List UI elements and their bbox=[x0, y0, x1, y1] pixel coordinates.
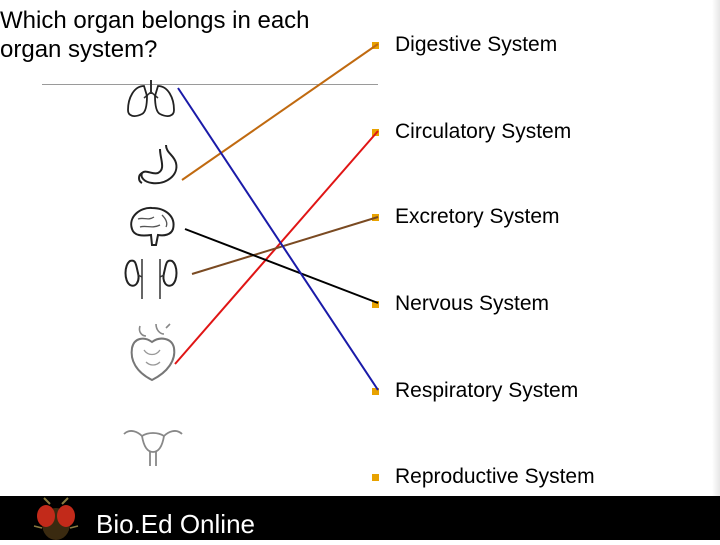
stomach-icon[interactable] bbox=[136, 143, 184, 189]
connection-line-brain-nervous bbox=[184, 228, 379, 304]
system-label: Nervous System bbox=[395, 292, 550, 315]
system-label: Reproductive System bbox=[395, 465, 595, 488]
system-label: Digestive System bbox=[395, 33, 558, 56]
slide-edge-shadow bbox=[712, 0, 720, 496]
lungs-icon[interactable] bbox=[124, 76, 178, 120]
system-item-circulatory: Circulatory System bbox=[372, 117, 571, 147]
kidneys-icon[interactable] bbox=[122, 255, 180, 301]
fly-logo-icon bbox=[28, 496, 84, 545]
system-label: Circulatory System bbox=[395, 120, 572, 143]
footer-bar: Bio.Ed Online bbox=[0, 496, 720, 540]
footer-brand-text: Bio.Ed Online bbox=[96, 509, 255, 539]
brain-icon[interactable] bbox=[126, 205, 178, 251]
system-item-reproductive: Reproductive System bbox=[372, 462, 595, 492]
connection-line-lungs-respiratory bbox=[177, 87, 379, 391]
bullet-icon bbox=[372, 128, 379, 136]
system-item-nervous: Nervous System bbox=[372, 289, 549, 319]
system-item-respiratory: Respiratory System bbox=[372, 376, 578, 406]
title-divider bbox=[42, 84, 378, 85]
system-label: Respiratory System bbox=[395, 379, 579, 402]
bullet-icon bbox=[372, 387, 379, 395]
connection-line-kidneys-excretory bbox=[191, 216, 379, 275]
connection-line-stomach-digestive bbox=[181, 43, 379, 181]
system-label: Excretory System bbox=[395, 205, 560, 228]
organ-system-list: Digestive System Circulatory System Excr… bbox=[372, 0, 712, 500]
heart-icon[interactable] bbox=[126, 322, 180, 384]
uterus-icon[interactable] bbox=[120, 422, 186, 470]
bullet-icon bbox=[372, 473, 379, 481]
slide-title: Which organ belongs in each organ system… bbox=[0, 7, 310, 63]
bullet-icon bbox=[372, 300, 379, 308]
